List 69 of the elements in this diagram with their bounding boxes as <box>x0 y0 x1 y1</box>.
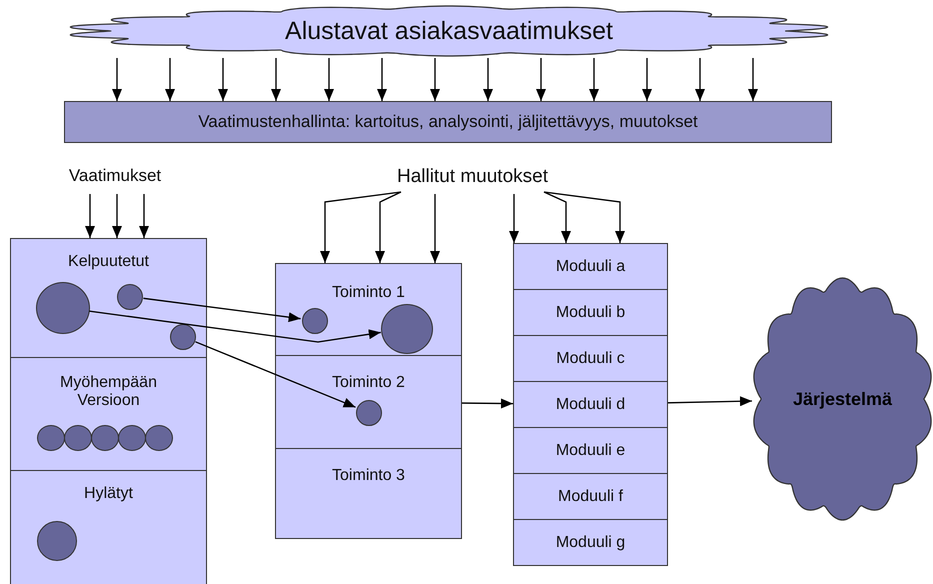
section-label: Toiminto 1 <box>331 284 406 302</box>
caption-text: Hallitut muutokset <box>396 166 548 189</box>
section-box <box>275 263 462 356</box>
section-box <box>513 427 668 474</box>
arrow <box>324 58 334 101</box>
arrow <box>271 58 281 101</box>
arrow <box>589 58 599 101</box>
process-band <box>64 101 832 143</box>
cloud-label: Järjestelmä <box>792 388 892 410</box>
caption-text: Vaatimukset <box>68 166 162 187</box>
arrow <box>430 194 440 263</box>
item-circle <box>36 424 64 450</box>
arrow <box>483 58 493 101</box>
arrow <box>668 396 752 406</box>
arrow <box>462 398 513 408</box>
item-circle <box>302 308 328 334</box>
section-box <box>10 238 207 358</box>
arrow <box>748 58 758 101</box>
item-circle <box>116 284 142 310</box>
arrow <box>544 191 571 243</box>
item-circle <box>64 424 92 450</box>
section-box <box>513 519 668 566</box>
section-label: Moduuli d <box>554 396 626 414</box>
arrow <box>195 341 356 408</box>
section-label: Myöhempään Versioon <box>59 374 158 410</box>
cloud-label: Alustavat asiakasvaatimukset <box>285 16 613 46</box>
section-box <box>513 335 668 382</box>
section-box <box>275 448 462 539</box>
arrow <box>89 310 381 343</box>
section-box <box>513 243 668 290</box>
arrow <box>320 191 402 263</box>
section-label: Moduuli g <box>554 534 626 552</box>
arrow <box>377 58 387 101</box>
section-label: Moduuli a <box>554 258 626 276</box>
section-box <box>10 357 207 471</box>
arrow <box>143 298 301 322</box>
arrow <box>430 58 440 101</box>
item-circle <box>356 400 382 426</box>
arrow <box>139 194 149 238</box>
arrow <box>112 194 122 238</box>
section-label: Toiminto 3 <box>331 467 406 485</box>
item-circle <box>170 324 196 350</box>
arrow <box>544 191 625 243</box>
section-box <box>10 470 207 584</box>
arrow <box>218 58 228 101</box>
arrow <box>642 58 652 101</box>
section-label: Hylätyt <box>83 485 134 503</box>
section-box <box>513 289 668 336</box>
band-label: Vaatimustenhallinta: kartoitus, analysointi, jäljitettävyys, muutokset <box>198 112 698 132</box>
item-circle <box>90 424 118 450</box>
item-circle <box>144 424 172 450</box>
section-box <box>513 473 668 520</box>
arrow <box>536 58 546 101</box>
arrow <box>695 58 705 101</box>
arrow <box>509 194 519 243</box>
section-box <box>275 355 462 449</box>
section-label: Kelpuutetut <box>67 253 150 271</box>
section-label: Toiminto 2 <box>331 374 406 392</box>
arrow <box>375 191 402 263</box>
section-label: Moduuli c <box>555 350 626 368</box>
arrow <box>85 194 95 238</box>
section-label: Moduuli f <box>557 488 624 506</box>
arrow <box>165 58 175 101</box>
section-box <box>513 381 668 428</box>
section-label: Moduuli b <box>554 304 626 322</box>
arrow <box>112 58 122 101</box>
section-label: Moduuli e <box>554 442 626 460</box>
item-circle <box>36 520 76 560</box>
item-circle <box>118 424 146 450</box>
